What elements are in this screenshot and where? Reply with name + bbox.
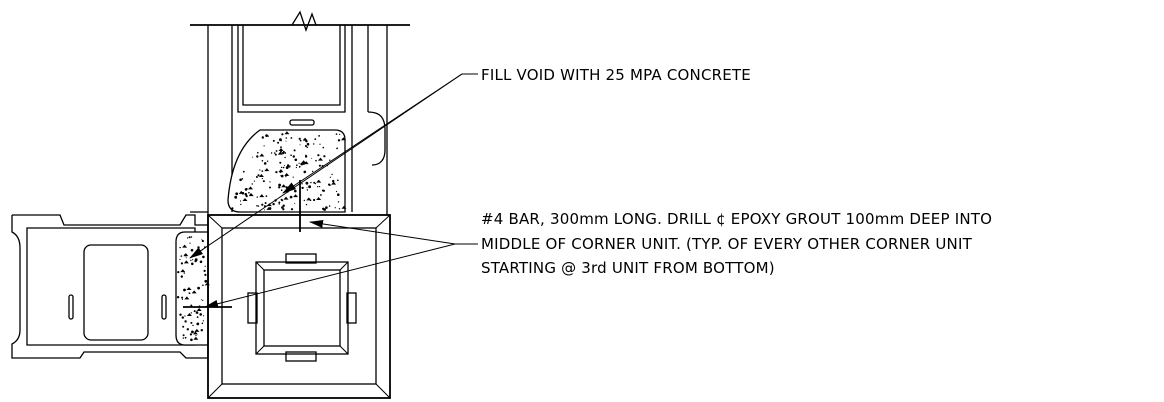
note-fill-void: FILL VOID WITH 25 MPA CONCRETE <box>481 66 751 84</box>
note-bar-line-2: MIDDLE OF CORNER UNIT. (TYP. OF EVERY OT… <box>481 235 973 253</box>
leader-lines <box>189 73 478 308</box>
note-bar-line-3: STARTING @ 3rd UNIT FROM BOTTOM) <box>481 259 775 277</box>
corner-unit <box>183 180 391 399</box>
upper-wall-unit <box>190 10 410 215</box>
concrete-fill-upper <box>227 129 347 213</box>
concrete-fill-left <box>175 231 210 346</box>
note-bar-line-1: #4 BAR, 300mm LONG. DRILL ¢ EPOXY GROUT … <box>481 210 992 228</box>
